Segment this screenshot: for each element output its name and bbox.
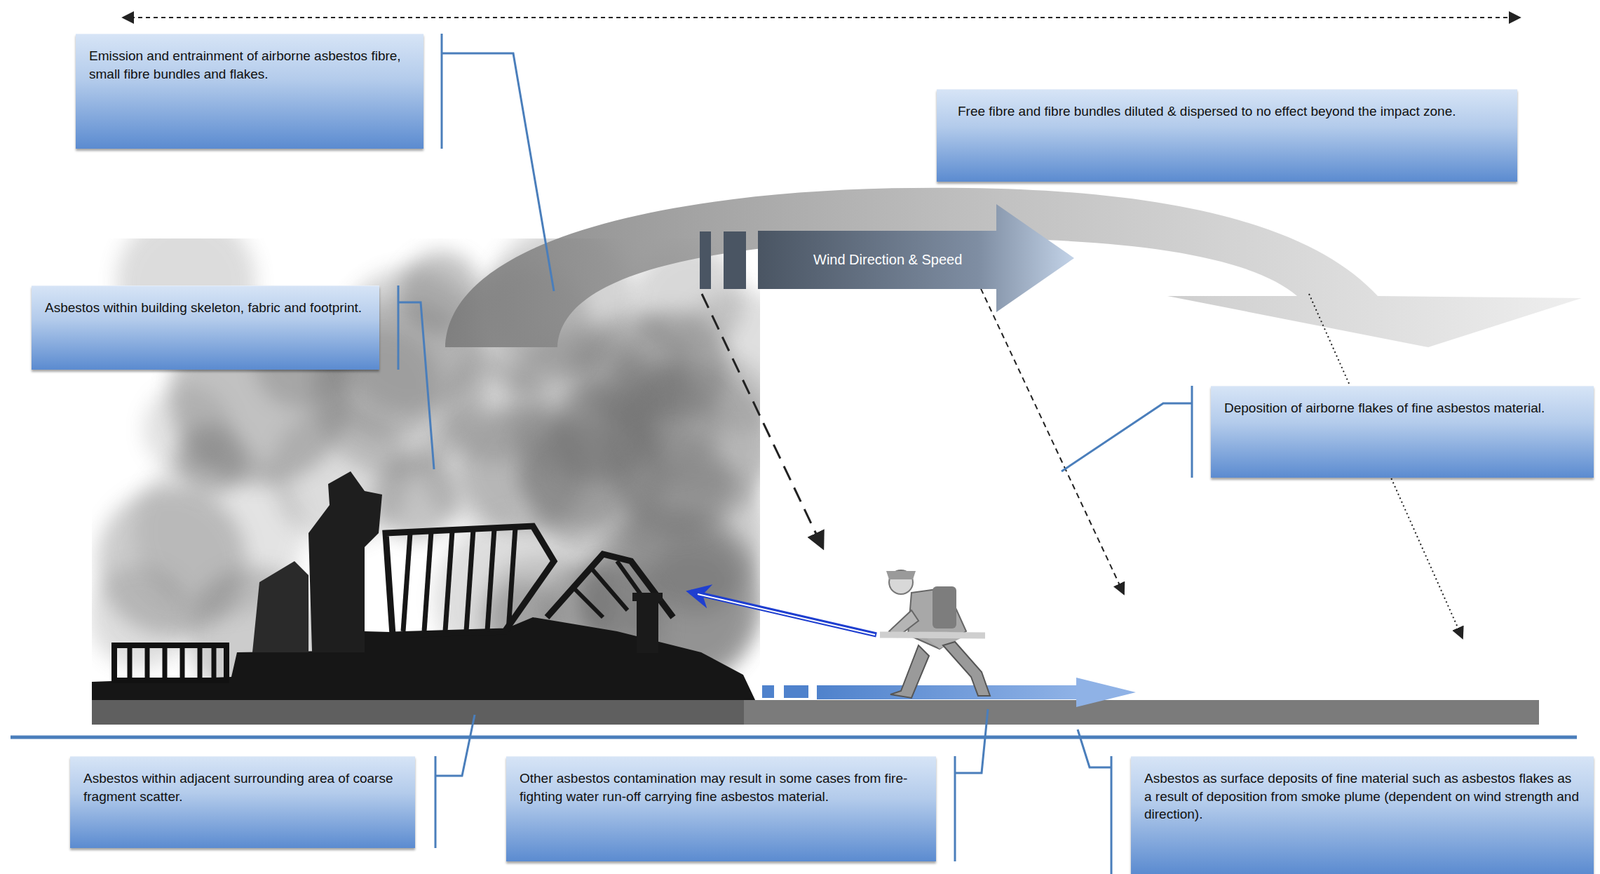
- arrow-shape: [757, 204, 1075, 313]
- smoke-puff: [373, 453, 459, 540]
- callout-box: Deposition of airborne flakes of fine as…: [1210, 385, 1594, 478]
- firefighter: [879, 570, 991, 698]
- wind-bar: [699, 231, 711, 289]
- arrow-label: Wind Direction & Speed: [813, 230, 962, 289]
- callout-text: Emission and entrainment of airborne asb…: [89, 46, 411, 83]
- callout-box: Asbestos within building skeleton, fabri…: [31, 285, 380, 370]
- smoke-plume: [445, 187, 1582, 348]
- deposition-arrow: [972, 270, 1124, 594]
- callout-box: Asbestos within adjacent surrounding are…: [70, 755, 416, 848]
- ground-bar: [91, 699, 1540, 725]
- water-jet: [690, 591, 877, 635]
- callout-box: Other asbestos contamination may result …: [506, 755, 937, 861]
- callout-text: Free fibre and fibre bundles diluted & d…: [957, 102, 1497, 121]
- callout-text: Asbestos within adjacent surrounding are…: [83, 769, 402, 805]
- callout-box: Asbestos as surface deposits of fine mat…: [1130, 755, 1594, 874]
- callout-box: Free fibre and fibre bundles diluted & d…: [936, 89, 1518, 182]
- ground-bar: [91, 699, 744, 725]
- deposition-arrow: [701, 293, 824, 549]
- callout-text: Asbestos within building skeleton, fabri…: [44, 298, 366, 317]
- wind-arrow: Wind Direction & Speed: [757, 204, 1075, 313]
- extent-arrow: [122, 16, 1521, 19]
- wind-bar: [723, 231, 747, 289]
- callout-text: Deposition of airborne flakes of fine as…: [1224, 398, 1581, 418]
- callout-box: Emission and entrainment of airborne asb…: [75, 33, 424, 149]
- ground-line: [10, 735, 1577, 740]
- building-ruins: [91, 471, 756, 702]
- callout-text: Asbestos as surface deposits of fine mat…: [1144, 769, 1581, 824]
- callout-text: Other asbestos contamination may result …: [519, 769, 923, 805]
- run-off-arrow: [762, 677, 1136, 707]
